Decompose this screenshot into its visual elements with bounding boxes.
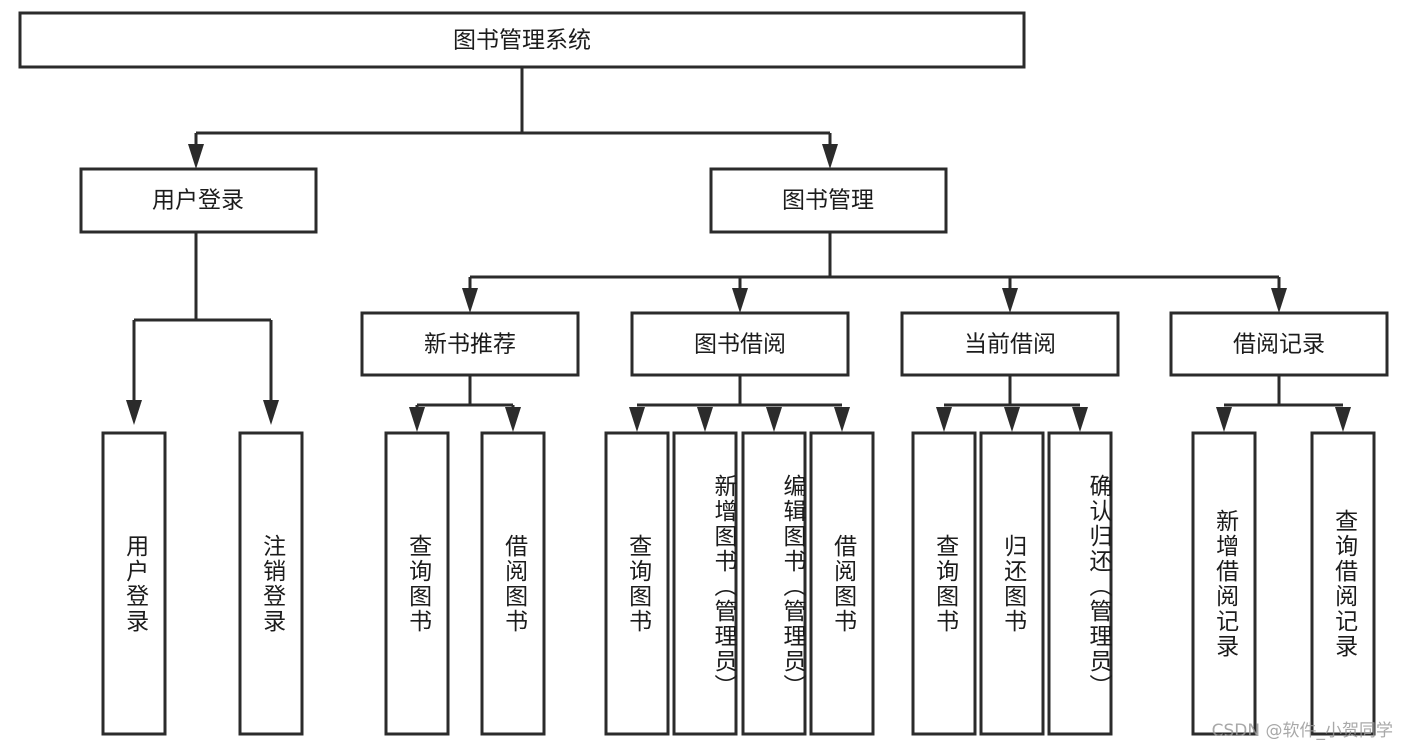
arrow-borrow-leaf-4 — [834, 407, 850, 432]
node-current-borrow[interactable]: 当前借阅 — [900, 311, 1120, 377]
leaf-box-borrow-book-1[interactable] — [480, 431, 546, 736]
arrow-root-to-book-mgmt — [822, 144, 838, 169]
node-new-book-recommend[interactable]: 新书推荐 — [360, 311, 580, 377]
arrow-records-leaf-2 — [1335, 407, 1351, 432]
connector-user-login-to-leaves — [126, 232, 279, 425]
arrow-bookmgmt-newbook — [462, 288, 478, 313]
leaf-box-borrow-book-2[interactable] — [809, 431, 875, 736]
arrow-borrow-leaf-1 — [629, 407, 645, 432]
node-borrow-records-label: 借阅记录 — [1233, 332, 1325, 358]
arrow-newbook-leaf-2 — [505, 407, 521, 432]
connector-current-to-leaves — [936, 375, 1088, 432]
leaf-box-query-book-2[interactable] — [604, 431, 670, 736]
node-book-management[interactable]: 图书管理 — [709, 167, 948, 234]
node-new-book-recommend-label: 新书推荐 — [424, 332, 516, 358]
arrow-bookmgmt-current — [1002, 288, 1018, 313]
node-current-borrow-label: 当前借阅 — [964, 332, 1056, 358]
node-root[interactable]: 图书管理系统 — [18, 11, 1026, 69]
leaf-box-query-record[interactable] — [1310, 431, 1376, 736]
node-current-borrow-box[interactable] — [900, 311, 1120, 377]
arrow-root-to-user-login — [188, 144, 204, 169]
leaf-box-add-book[interactable] — [672, 431, 738, 736]
node-user-login[interactable]: 用户登录 — [79, 167, 318, 234]
node-user-login-box[interactable] — [79, 167, 318, 234]
leaf-box-return-book[interactable] — [979, 431, 1045, 736]
leaf-box-logout[interactable] — [238, 431, 304, 736]
node-user-login-label: 用户登录 — [152, 188, 244, 214]
node-root-box[interactable] — [18, 11, 1026, 69]
arrow-borrow-leaf-2 — [697, 407, 713, 432]
node-book-management-box[interactable] — [709, 167, 948, 234]
node-book-borrow-label: 图书借阅 — [694, 332, 786, 358]
node-borrow-records-box[interactable] — [1169, 311, 1389, 377]
node-root-label: 图书管理系统 — [453, 28, 591, 54]
arrow-bookmgmt-records — [1271, 288, 1287, 313]
leaf-box-add-record[interactable] — [1191, 431, 1257, 736]
node-new-book-recommend-box[interactable] — [360, 311, 580, 377]
leaf-boxes — [101, 431, 1376, 736]
arrow-current-leaf-1 — [936, 407, 952, 432]
arrow-borrow-leaf-3 — [766, 407, 782, 432]
node-book-management-label: 图书管理 — [782, 188, 874, 214]
connector-records-to-leaves — [1216, 375, 1351, 432]
arrow-records-leaf-1 — [1216, 407, 1232, 432]
leaf-box-user-login[interactable] — [101, 431, 167, 736]
arrow-userlogin-leaf-1 — [126, 400, 142, 425]
arrow-current-leaf-3 — [1072, 407, 1088, 432]
leaf-box-confirm-return[interactable] — [1047, 431, 1113, 736]
leaf-box-query-book-1[interactable] — [384, 431, 450, 736]
leaf-box-query-book-3[interactable] — [911, 431, 977, 736]
node-book-borrow[interactable]: 图书借阅 — [630, 311, 850, 377]
arrow-current-leaf-2 — [1004, 407, 1020, 432]
arrow-userlogin-leaf-2 — [263, 400, 279, 425]
leaf-box-edit-book[interactable] — [741, 431, 807, 736]
node-borrow-records[interactable]: 借阅记录 — [1169, 311, 1389, 377]
arrow-bookmgmt-borrow — [732, 288, 748, 313]
connector-book-mgmt-to-level3 — [462, 232, 1287, 313]
connector-newbook-to-leaves — [409, 375, 521, 432]
arrow-newbook-leaf-1 — [409, 407, 425, 432]
node-book-borrow-box[interactable] — [630, 311, 850, 377]
connector-root-to-level2 — [188, 67, 838, 169]
connector-borrow-to-leaves — [629, 375, 850, 432]
